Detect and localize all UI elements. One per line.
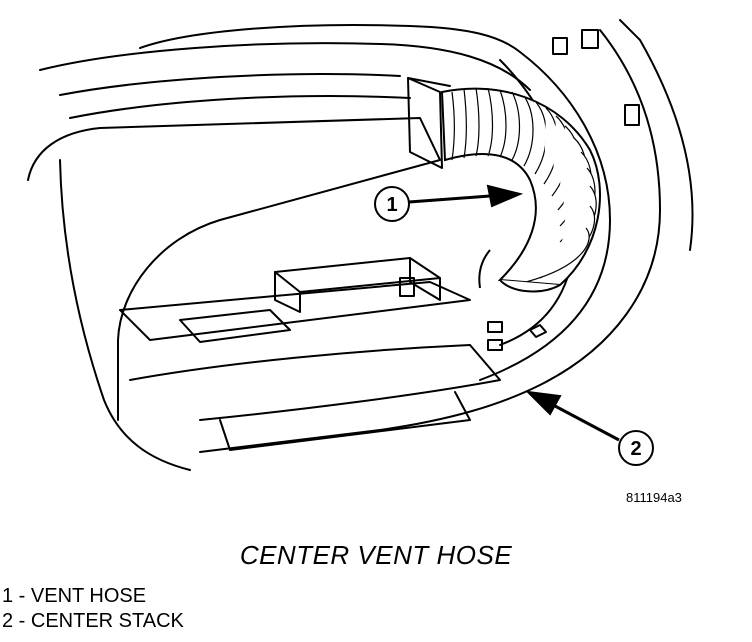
stack-clip — [624, 104, 640, 126]
dash-top-edge — [139, 23, 521, 53]
callout-1 — [374, 184, 524, 222]
legend: 1 - VENT HOSE 2 - CENTER STACK — [2, 584, 184, 634]
duct-tray — [119, 281, 471, 341]
lower-ledge — [129, 344, 501, 421]
stack-switch-2 — [581, 29, 599, 49]
stack-switch-1 — [552, 37, 568, 55]
lower-slot — [219, 391, 471, 451]
dash-inner-contour — [59, 73, 401, 96]
callout-circle-2 — [618, 430, 654, 466]
dash-ridge — [69, 95, 411, 119]
figure-id: 811194a3 — [626, 490, 682, 505]
center-stack-right — [199, 29, 661, 453]
stack-tab-2 — [487, 339, 503, 351]
callout-number-2: 2 — [630, 438, 641, 460]
left-wall — [59, 159, 191, 471]
vent-hose-part — [440, 87, 601, 293]
callout-number-1: 1 — [386, 194, 397, 216]
figure-caption: CENTER VENT HOSE — [239, 540, 513, 570]
stack-front — [619, 19, 694, 251]
stack-tab-1 — [487, 321, 503, 333]
duct-tab — [399, 277, 415, 297]
vent-hose-diagram: 1 2 — [27, 19, 694, 471]
left-cavity — [27, 117, 441, 421]
legend-item-vent-hose: 1 - VENT HOSE — [2, 585, 147, 607]
stack-tab-3 — [529, 324, 547, 338]
callout-circle-1 — [374, 186, 410, 222]
center-stack-edge — [479, 51, 611, 381]
dash-outer-contour — [39, 42, 531, 91]
callout-2 — [525, 390, 654, 466]
leader-arrow-1 — [486, 184, 524, 208]
leader-line-1 — [408, 194, 491, 204]
legend-item-center-stack: 2 - CENTER STACK — [2, 610, 184, 632]
duct-opening — [407, 77, 443, 169]
duct-channel — [179, 309, 291, 343]
leader-line-2 — [554, 404, 620, 442]
leader-arrow-2 — [525, 390, 562, 416]
duct-block — [274, 257, 441, 293]
